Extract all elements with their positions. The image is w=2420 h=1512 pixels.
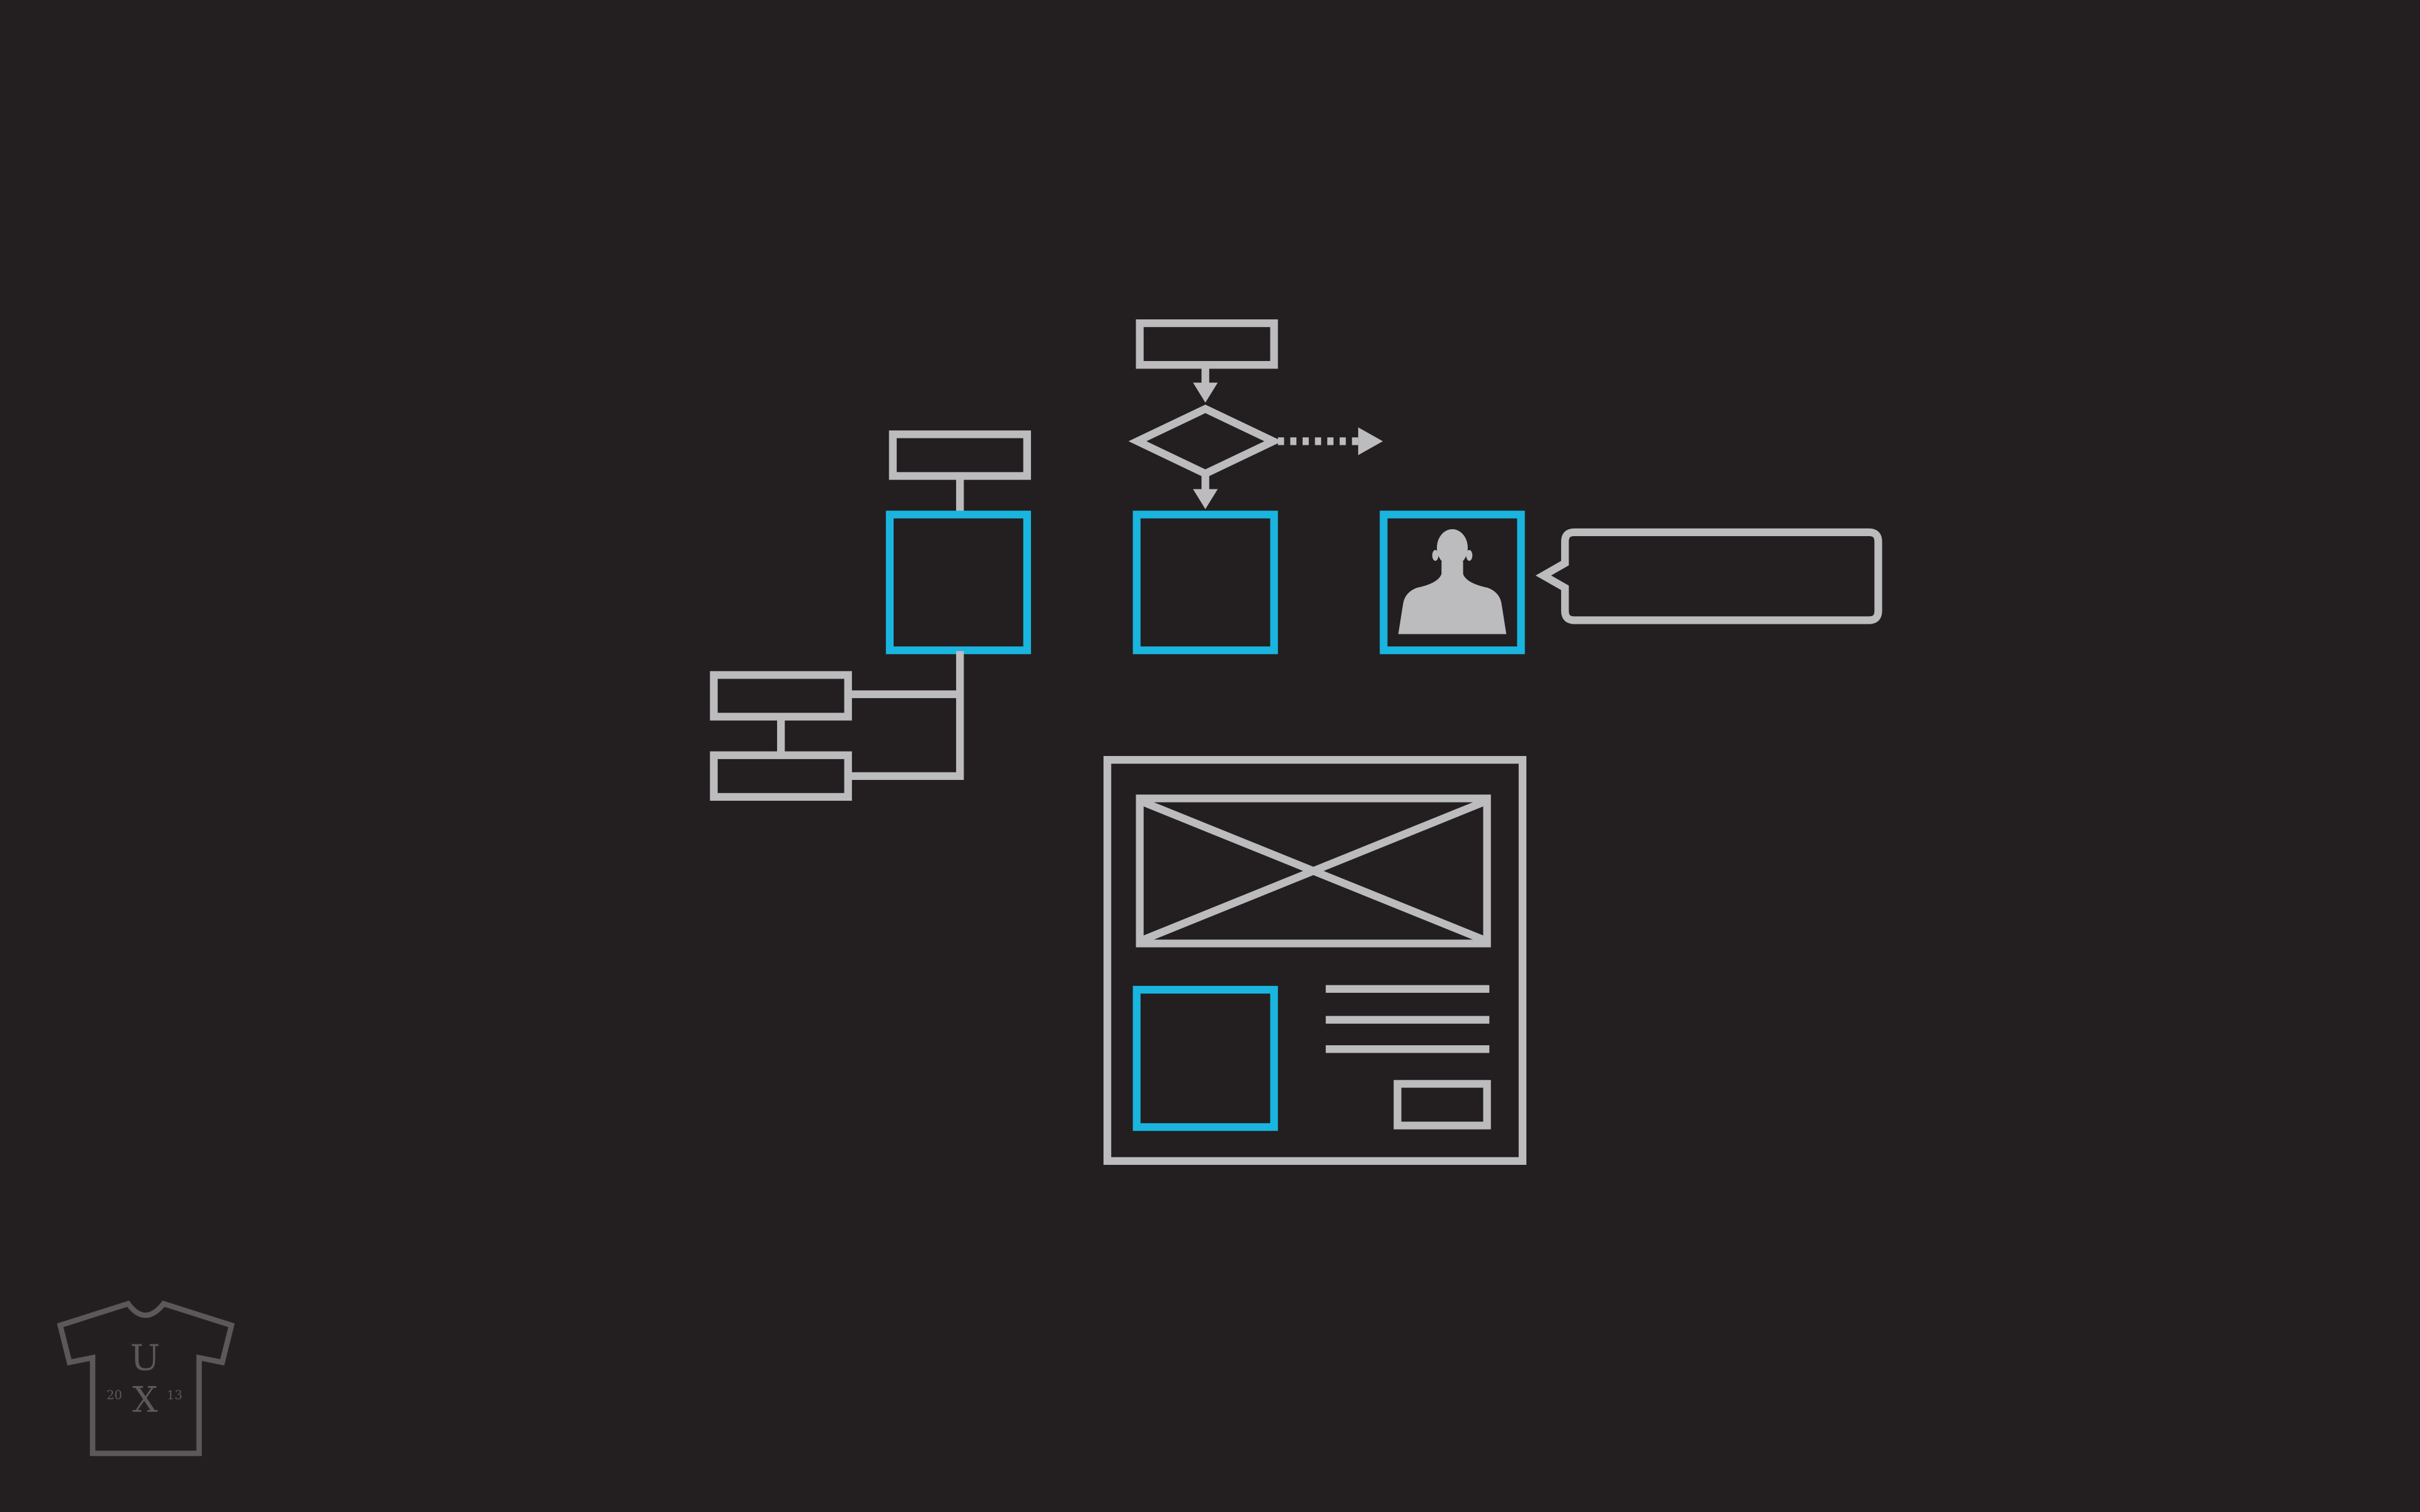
decision-diamond-icon [1128, 404, 1282, 478]
wireframe-button [1393, 1080, 1491, 1130]
sitemap-parent-box [889, 430, 1031, 480]
ux-2013-logo: U X 20 13 [57, 1300, 235, 1457]
flow-dotted-arrow-head [1358, 427, 1383, 455]
speech-bubble-icon [1535, 528, 1882, 624]
sitemap-cluster [710, 430, 1031, 801]
sitemap-page-box [885, 510, 1031, 655]
persona-box [1380, 510, 1525, 655]
flow-page-box [1132, 510, 1278, 655]
logo-year-left: 20 [107, 1388, 122, 1402]
sitemap-child-box-1 [710, 671, 852, 721]
image-placeholder-icon [1136, 794, 1491, 948]
tshirt-icon [57, 1300, 235, 1457]
persona-group [1380, 510, 1882, 655]
flow-arrow-1-head [1193, 382, 1218, 403]
sitemap-child-box-2 [710, 751, 852, 801]
logo-letter-x: X [132, 1380, 158, 1421]
wireframe-page [1103, 756, 1527, 1165]
logo-letter-u: U [130, 1338, 159, 1379]
flow-arrow-2-head [1193, 489, 1218, 510]
logo-year-right: 13 [166, 1388, 182, 1402]
sitemap-branch-connector [848, 651, 964, 780]
wireframe-thumbnail-box [1132, 985, 1278, 1131]
flow-start-box [1136, 319, 1278, 369]
flowchart [1128, 319, 1383, 655]
person-silhouette-icon [1398, 529, 1507, 634]
wireframe-frame [1103, 756, 1527, 1165]
